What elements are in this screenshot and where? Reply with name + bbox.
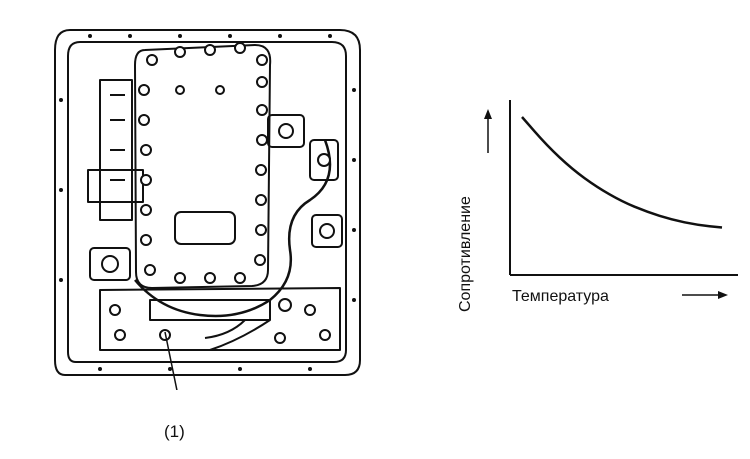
pan-inner-frame (67, 41, 347, 363)
valve-column-left (99, 79, 133, 221)
wiring-harness (134, 139, 332, 318)
solenoid-mid-right (309, 139, 339, 181)
solenoid-lower-right (311, 214, 343, 248)
bottom-assembly (99, 287, 341, 351)
wiring-harness-2 (204, 319, 271, 351)
solenoid-lower-left (89, 247, 131, 281)
valve-block-left (87, 169, 144, 203)
solenoid-upper-right (267, 114, 305, 148)
x-axis-label: Температура (512, 288, 609, 305)
plate-window (174, 211, 236, 245)
callout-leader-line (164, 331, 178, 390)
gasket-plate (134, 44, 272, 289)
pan-outer-frame (54, 29, 361, 376)
callout-label: (1) (164, 422, 185, 441)
valve-body-drawing (54, 29, 361, 390)
y-label-arrowhead (484, 109, 492, 119)
resistance-curve (521, 116, 723, 229)
y-axis-label: Сопротивление (457, 196, 474, 312)
resistance-temperature-graph (484, 100, 738, 299)
x-label-arrowhead (718, 291, 728, 299)
